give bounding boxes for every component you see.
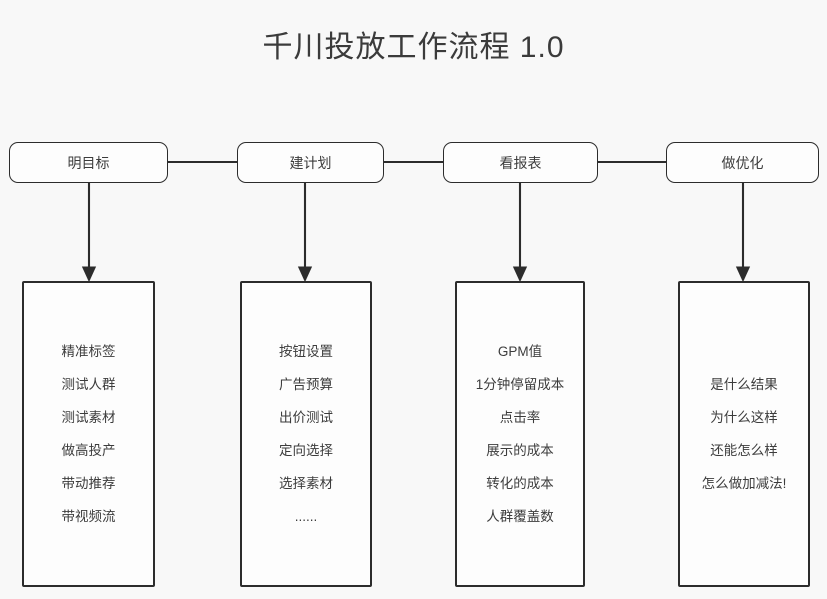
detail-item: 为什么这样: [710, 410, 778, 425]
detail-item: 展示的成本: [486, 443, 554, 458]
detail-box-3[interactable]: GPM值 1分钟停留成本 点击率 展示的成本 转化的成本 人群覆盖数: [455, 281, 585, 587]
detail-item: 出价测试: [279, 410, 333, 425]
detail-item: 转化的成本: [486, 476, 554, 491]
detail-item: 广告预算: [279, 377, 333, 392]
stage-box-1[interactable]: 明目标: [9, 142, 168, 183]
detail-item: 定向选择: [279, 443, 333, 458]
detail-box-2[interactable]: 按钮设置 广告预算 出价测试 定向选择 选择素材 ......: [240, 281, 372, 587]
detail-item: 测试人群: [61, 377, 116, 392]
detail-item: GPM值: [497, 344, 543, 359]
detail-item: 精准标签: [61, 344, 116, 359]
detail-item: 带动推荐: [61, 476, 116, 491]
detail-item: 是什么结果: [710, 377, 778, 392]
detail-item: 还能怎么样: [710, 443, 778, 458]
detail-box-4[interactable]: 是什么结果 为什么这样 还能怎么样 怎么做加减法!: [678, 281, 810, 587]
detail-item: 按钮设置: [279, 344, 333, 359]
detail-box-1[interactable]: 精准标签 测试人群 测试素材 做高投产 带动推荐 带视频流: [22, 281, 155, 587]
stage-label-1: 明目标: [67, 154, 110, 171]
page-title: 千川投放工作流程 1.0: [262, 31, 565, 64]
detail-list-3: GPM值 1分钟停留成本 点击率 展示的成本 转化的成本 人群覆盖数: [457, 335, 583, 533]
stage-box-4[interactable]: 做优化: [666, 142, 819, 183]
detail-item: 人群覆盖数: [486, 509, 554, 524]
stage-label-3: 看报表: [499, 154, 542, 171]
stage-label-2: 建计划: [289, 154, 332, 171]
stage-box-2[interactable]: 建计划: [237, 142, 384, 183]
detail-item: 点击率: [499, 410, 541, 425]
detail-item: 带视频流: [61, 509, 116, 524]
detail-list-2: 按钮设置 广告预算 出价测试 定向选择 选择素材 ......: [242, 335, 370, 533]
detail-item: 1分钟停留成本: [475, 377, 565, 392]
detail-item: 测试素材: [61, 410, 116, 425]
detail-list-4: 是什么结果 为什么这样 还能怎么样 怎么做加减法!: [680, 368, 808, 500]
detail-item: ......: [294, 509, 318, 524]
detail-item: 选择素材: [279, 476, 333, 491]
detail-list-1: 精准标签 测试人群 测试素材 做高投产 带动推荐 带视频流: [24, 335, 153, 533]
stage-box-3[interactable]: 看报表: [443, 142, 598, 183]
detail-item: 怎么做加减法!: [701, 476, 787, 491]
detail-item: 做高投产: [61, 443, 116, 458]
stage-label-4: 做优化: [721, 154, 764, 171]
